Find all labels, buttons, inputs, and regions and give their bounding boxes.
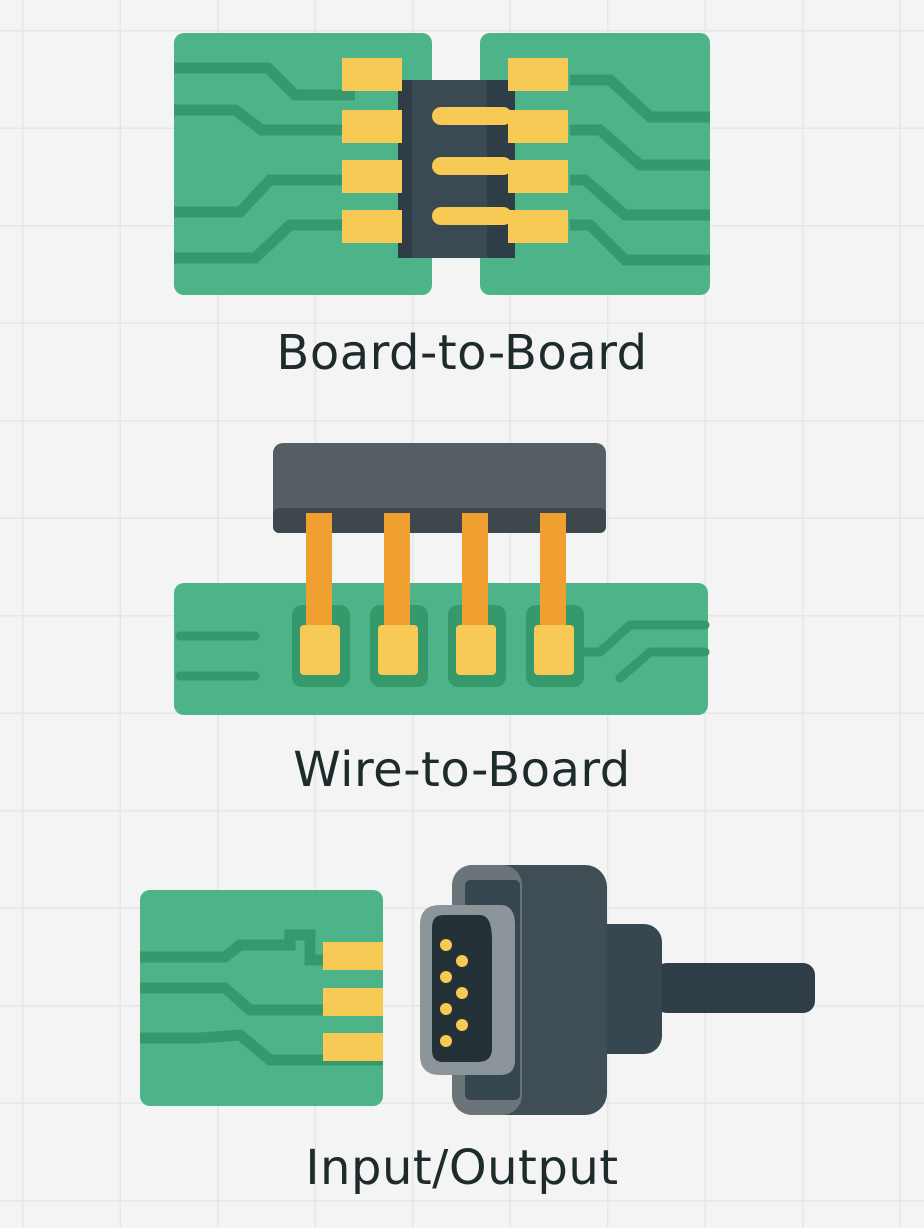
chip-pads [342,58,568,243]
wires [306,513,566,628]
plug-pins [440,939,468,1047]
wire-to-board-illustration [174,443,710,715]
pcb [174,583,708,715]
wire-pads [300,625,574,675]
wire-to-board-label: Wire-to-Board [293,742,631,798]
input-output-label: Input/Output [305,1140,619,1196]
edge-pads [323,942,383,1061]
board-to-board-label: Board-to-Board [276,325,648,381]
pcb-traces [174,62,710,266]
pcb [140,890,383,1106]
input-output-illustration [140,865,815,1115]
cable [655,963,815,1013]
board-to-board-illustration [174,33,710,295]
